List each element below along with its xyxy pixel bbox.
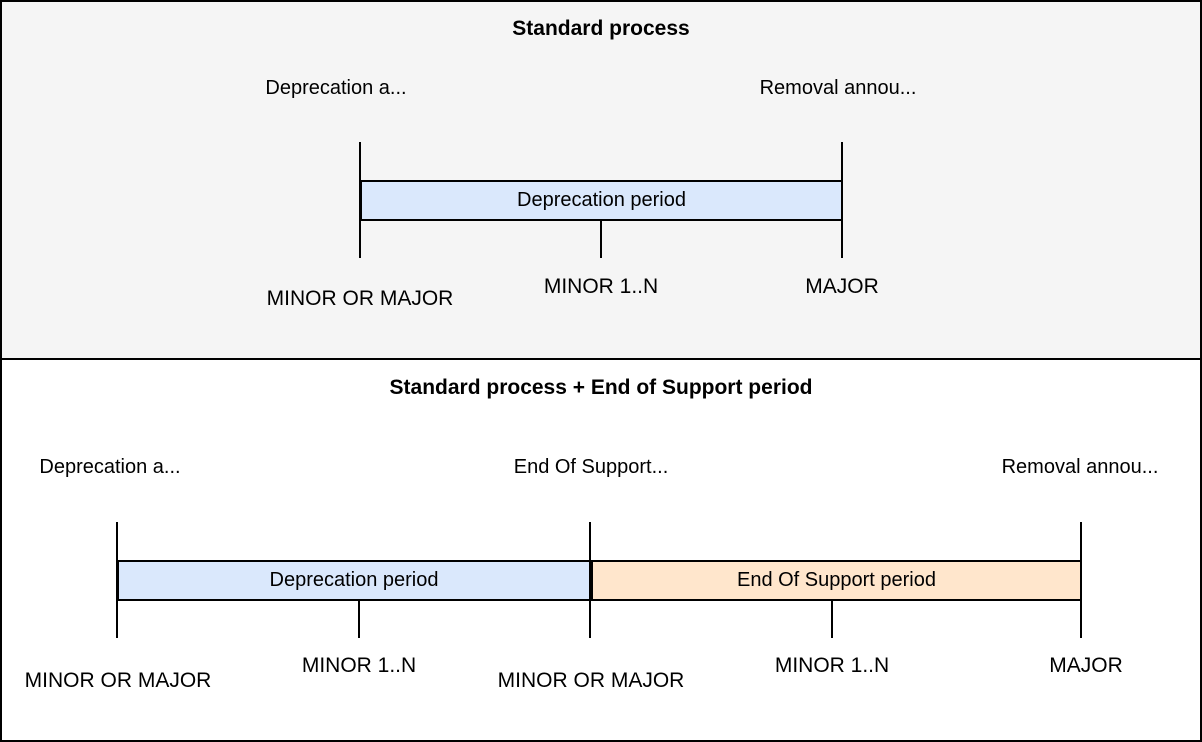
- period-bar: End Of Support period: [591, 560, 1082, 601]
- tick-line: [831, 599, 833, 638]
- tick-label: MINOR 1..N: [543, 275, 659, 298]
- tick-label: MINOR OR MAJOR: [497, 669, 685, 692]
- tick-label: MINOR 1..N: [774, 654, 890, 677]
- tick-line: [600, 219, 602, 258]
- annotation-label: End Of Support...: [513, 456, 669, 478]
- tick-label: MAJOR: [1049, 654, 1123, 677]
- period-bar: Deprecation period: [360, 180, 843, 221]
- period-bar: Deprecation period: [117, 560, 591, 601]
- tick-line: [358, 599, 360, 638]
- annotation-label: Deprecation a...: [39, 456, 181, 478]
- end-of-support-panel: [0, 360, 1202, 742]
- standard-process-title: Standard process: [512, 17, 690, 40]
- tick-label: MINOR 1..N: [301, 654, 417, 677]
- annotation-label: Removal annou...: [1001, 456, 1159, 478]
- tick-label: MAJOR: [805, 275, 879, 298]
- annotation-label: Removal annou...: [759, 77, 917, 99]
- tick-label: MINOR OR MAJOR: [266, 287, 454, 310]
- annotation-label: Deprecation a...: [265, 77, 407, 99]
- tick-label: MINOR OR MAJOR: [24, 669, 212, 692]
- end-of-support-title: Standard process + End of Support period: [389, 376, 813, 399]
